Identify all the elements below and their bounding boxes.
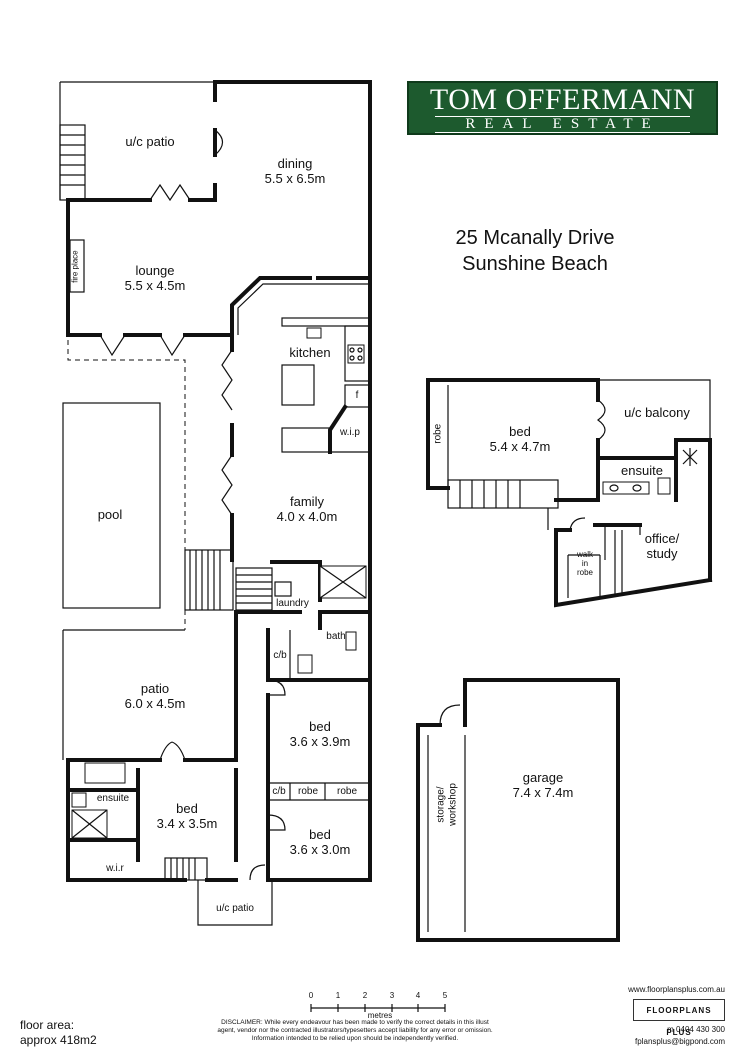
- brand-logo: TOM OFFERMANN REAL ESTATE: [407, 81, 718, 135]
- room-robe-a: robe: [297, 786, 318, 797]
- floor-area-value: approx 418m2: [20, 1033, 97, 1047]
- room-bath: bath: [326, 631, 346, 642]
- scale-tick-2: 2: [362, 991, 368, 1000]
- ground-floor-walls: [59, 80, 372, 926]
- credit-url: www.floorplansplus.com.au: [628, 985, 725, 994]
- brand-line2: REAL ESTATE: [435, 116, 690, 133]
- room-office: office/study: [644, 531, 680, 561]
- room-uc-balcony: u/c balcony: [624, 405, 690, 420]
- drafter-credit: www.floorplansplus.com.au FLOORPLANS PLU…: [600, 985, 725, 1055]
- room-fire-place: fire place: [70, 250, 80, 283]
- pool-outline: [62, 402, 161, 609]
- kitchen-fittings: [281, 317, 371, 454]
- garage-walls: [416, 678, 620, 942]
- scale-tick-1: 1: [335, 991, 341, 1000]
- scale-tick-0: 0: [308, 991, 314, 1000]
- stairs-mid: [184, 549, 273, 611]
- room-kitchen: kitchen: [289, 345, 331, 360]
- brand-line1: TOM OFFERMANN: [429, 83, 696, 116]
- room-wip: w.i.p: [339, 427, 360, 438]
- scale-labels: 0 1 2 3 4 5 metres: [300, 991, 460, 1020]
- stairs-top-left: [59, 124, 86, 201]
- floor-area-label: floor area:: [20, 1018, 75, 1032]
- room-uc-patio-top: u/c patio: [125, 134, 175, 149]
- credit-email: fplansplus@bigpond.com: [635, 1037, 725, 1046]
- scale-bar: [310, 1004, 446, 1012]
- disclaimer: DISCLAIMER: While every endeavour has be…: [190, 1019, 520, 1043]
- disclaimer-line2: agent, vendor nor the contracted illustr…: [217, 1027, 493, 1034]
- credit-badge: FLOORPLANS PLUS: [633, 999, 725, 1037]
- disclaimer-line3: Information intended to be relied upon s…: [251, 1035, 459, 1042]
- scale-tick-3: 3: [389, 991, 395, 1000]
- room-pool: pool: [97, 507, 123, 522]
- room-fridge: f: [355, 390, 359, 401]
- room-upper-robe: robe: [432, 423, 444, 444]
- upper-floor-walls: [426, 378, 713, 608]
- room-ensuite-low: ensuite: [96, 793, 130, 804]
- room-storage: storage/workshop: [435, 783, 459, 826]
- address-line2: Sunshine Beach: [462, 253, 608, 275]
- property-address: 25 Mcanally Drive Sunshine Beach: [430, 225, 640, 277]
- room-cb1: c/b: [273, 650, 287, 661]
- scale-tick-4: 4: [415, 991, 421, 1000]
- address-line1: 25 Mcanally Drive: [455, 227, 615, 249]
- room-uc-patio-bottom: u/c patio: [216, 903, 254, 914]
- room-cb2: c/b: [272, 786, 286, 797]
- scale-unit: metres: [367, 1011, 393, 1020]
- scale-tick-5: 5: [442, 991, 448, 1000]
- room-upper-ensuite: ensuite: [621, 463, 663, 478]
- room-wir: w.i.r: [106, 863, 124, 874]
- disclaimer-line1: DISCLAIMER: While every endeavour has be…: [221, 1019, 489, 1026]
- credit-phone: m 0404 430 300: [667, 1025, 725, 1034]
- room-robe-b: robe: [336, 786, 357, 797]
- room-laundry: laundry: [276, 598, 309, 609]
- floor-area: floor area: approx 418m2: [20, 1018, 97, 1048]
